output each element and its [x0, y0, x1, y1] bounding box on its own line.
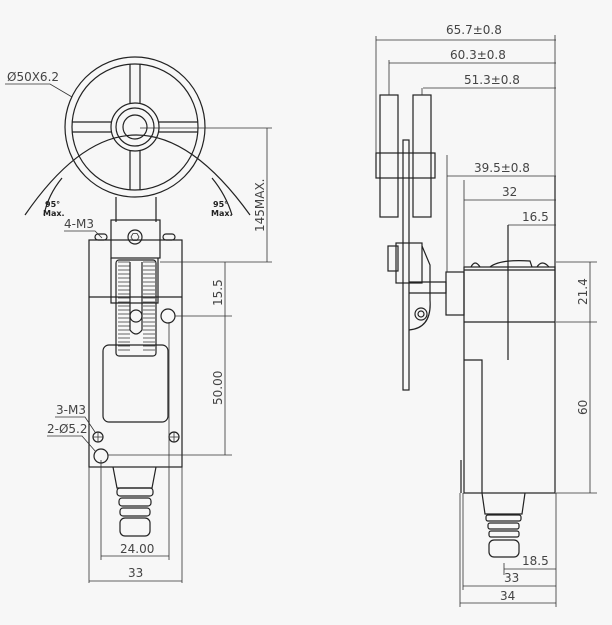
dim-39-5: 39.5±0.8	[474, 161, 530, 175]
plunger	[112, 466, 157, 537]
angle-left-value: 95°	[45, 200, 60, 209]
side-lever	[387, 242, 465, 331]
dim-18-5: 18.5	[522, 554, 549, 568]
dim-32: 32	[502, 185, 517, 199]
side-dimensions: 65.7±0.8 60.3±0.8 51.3±0.8 39.5±0.8 32 1…	[375, 23, 597, 607]
side-plunger	[481, 492, 526, 558]
side-body	[460, 176, 556, 494]
dim-15-5: 15.5	[211, 279, 225, 306]
dim-51-3: 51.3±0.8	[464, 73, 520, 87]
side-view: 65.7±0.8 60.3±0.8 51.3±0.8 39.5±0.8 32 1…	[375, 23, 597, 607]
angle-left-suffix: Max.	[43, 209, 65, 218]
front-dimensions: Ø50X6.2 4-M3 95° Max. 95° Max. 145MAX. 1…	[5, 70, 272, 583]
dim-34: 34	[500, 589, 515, 603]
roller-wheel	[64, 56, 206, 198]
top-screws-label: 4-M3	[64, 217, 94, 231]
dim-24: 24.00	[120, 542, 154, 556]
angle-right-value: 95°	[213, 200, 228, 209]
lever-arm	[110, 197, 161, 259]
dim-60: 60	[576, 400, 590, 415]
swing-arcs	[24, 134, 251, 216]
dim-16-5: 16.5	[522, 210, 549, 224]
height-max-label: 145MAX.	[253, 178, 267, 232]
dim-21-4: 21.4	[576, 278, 590, 305]
dim-33-front: 33	[128, 566, 143, 580]
wheel-diameter-label: Ø50X6.2	[7, 70, 59, 84]
bottom-screws-label: 3-M3	[56, 403, 86, 417]
dim-60-3: 60.3±0.8	[450, 48, 506, 62]
holes-label: 2-Ø5.2	[47, 422, 88, 436]
front-view: Ø50X6.2 4-M3 95° Max. 95° Max. 145MAX. 1…	[5, 56, 272, 583]
angle-right-suffix: Max.	[211, 209, 233, 218]
switch-body	[88, 233, 183, 468]
dim-50: 50.00	[211, 371, 225, 405]
dim-65-7: 65.7±0.8	[446, 23, 502, 37]
dim-33-side: 33	[504, 571, 519, 585]
